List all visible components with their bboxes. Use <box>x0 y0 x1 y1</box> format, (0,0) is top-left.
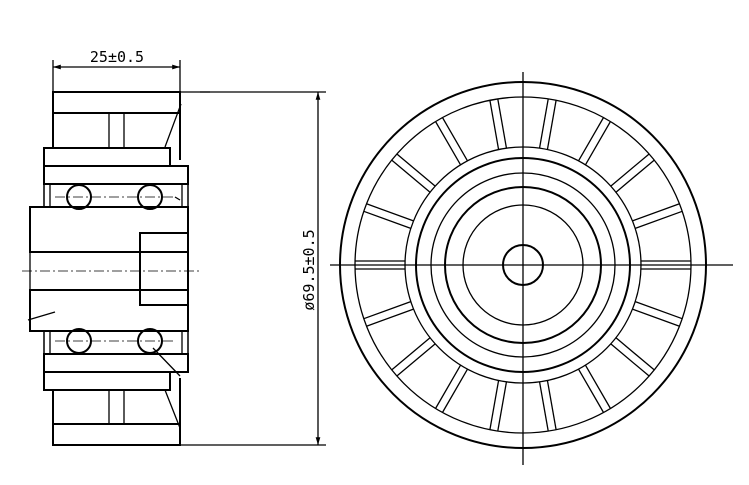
spoke-edge <box>635 210 683 230</box>
spoke-edge <box>497 98 508 149</box>
front-view <box>330 72 733 465</box>
spoke-edge <box>363 210 411 230</box>
spoke-edge <box>584 364 612 409</box>
diameter-dimension: ø69.5±0.5 <box>180 91 326 446</box>
spoke-edge <box>489 380 500 430</box>
spoke-edge <box>434 364 462 409</box>
spoke-edge <box>497 381 508 432</box>
diameter-dimension-label: ø69.5±0.5 <box>300 229 318 310</box>
spoke-edge <box>610 153 650 187</box>
section-view <box>22 91 210 446</box>
spoke-edge <box>366 203 414 222</box>
spoke-edge <box>489 100 500 150</box>
width-dimension-label: 25±0.5 <box>90 48 144 66</box>
spoke-edge <box>391 337 431 371</box>
spokes <box>355 98 691 432</box>
spoke-edge <box>577 368 605 413</box>
spoke-edge <box>610 343 650 377</box>
spoke-edge <box>632 308 680 327</box>
spoke-edge <box>441 117 469 162</box>
width-dimension: 25±0.5 <box>52 48 181 92</box>
spoke-edge <box>538 98 549 149</box>
spoke-edge <box>584 121 612 166</box>
spoke-edge <box>635 300 683 320</box>
spoke-edge <box>615 159 655 193</box>
spoke-edge <box>441 368 469 413</box>
spoke-edge <box>546 380 557 430</box>
spoke-edge <box>391 159 431 193</box>
spoke-edge <box>366 308 414 327</box>
spoke-edge <box>615 337 655 371</box>
spoke-edge <box>538 381 549 432</box>
spoke-edge <box>396 343 436 377</box>
spoke-edge <box>577 117 605 162</box>
spoke-edge <box>546 100 557 150</box>
spoke-edge <box>396 153 436 187</box>
spoke-edge <box>434 121 462 166</box>
spoke-edge <box>632 203 680 222</box>
ball-bearings <box>55 184 175 354</box>
spoke-edge <box>363 300 411 320</box>
